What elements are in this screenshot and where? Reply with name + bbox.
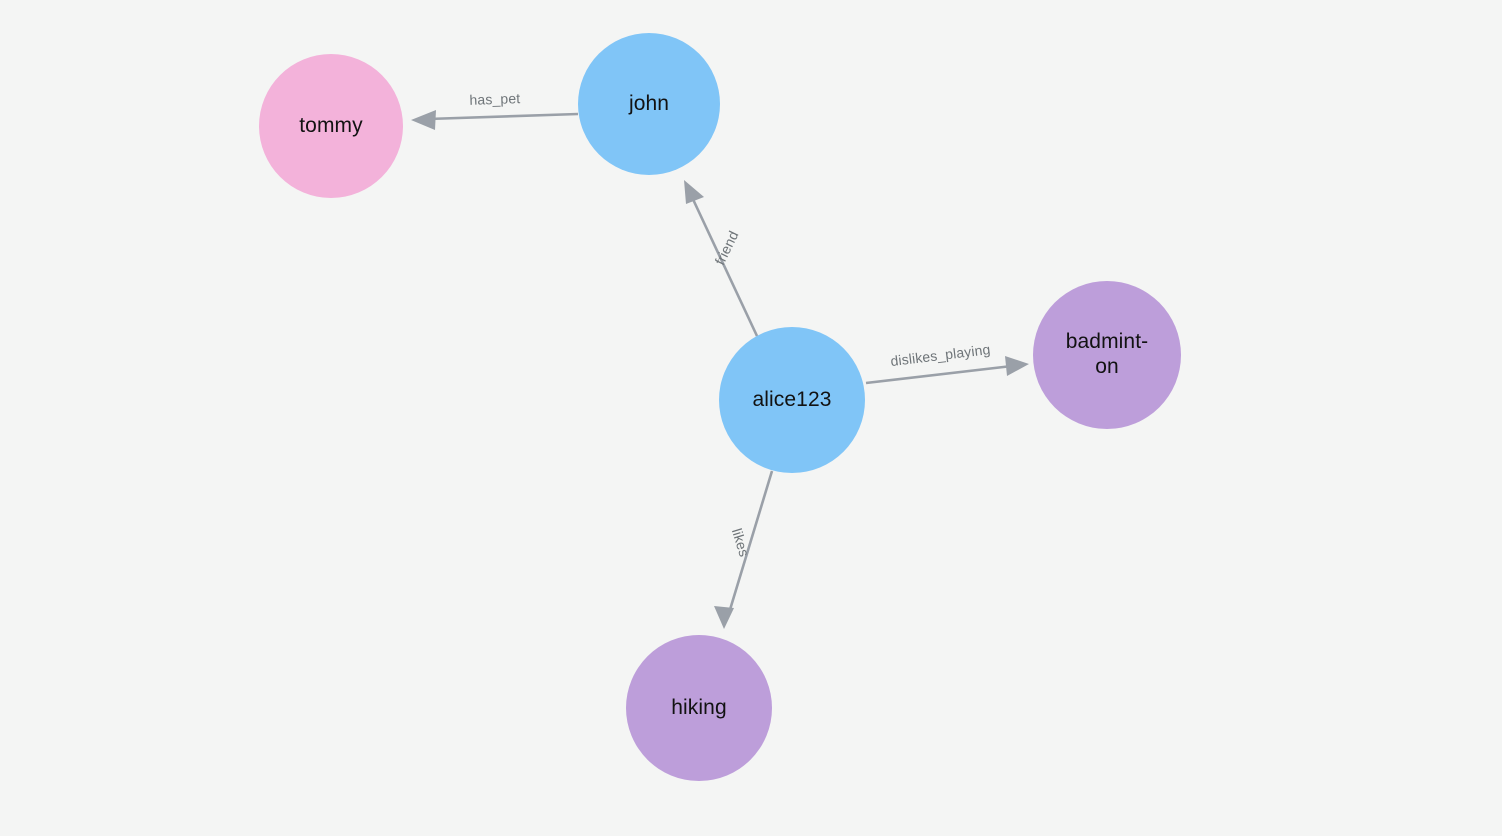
- edge-dislikes-playing-arrowhead: [1005, 356, 1029, 376]
- edge-friend[interactable]: friend: [684, 180, 759, 337]
- edge-dislikes-playing-label: dislikes_playing: [890, 341, 992, 369]
- graph-node-tommy-label: tommy: [299, 113, 363, 137]
- edge-friend-arrowhead: [684, 180, 704, 204]
- graph-node-hiking[interactable]: hiking: [626, 635, 772, 781]
- edge-has-pet-arrowhead: [411, 110, 436, 130]
- graph-node-john[interactable]: john: [578, 33, 720, 175]
- edge-has-pet-label: has_pet: [469, 90, 520, 108]
- graph-node-alice123-label: alice123: [752, 387, 832, 411]
- edge-has-pet[interactable]: has_pet: [411, 90, 579, 130]
- edge-dislikes-playing[interactable]: dislikes_playing: [865, 341, 1029, 385]
- edge-dislikes-playing-line: [865, 364, 1013, 385]
- graph-node-hiking-label: hiking: [671, 695, 727, 719]
- graph-node-john-label: john: [628, 91, 670, 115]
- edge-friend-line: [689, 194, 759, 337]
- graph-node-badminton[interactable]: badmint- on: [1033, 281, 1181, 429]
- graph-node-tommy[interactable]: tommy: [259, 54, 403, 198]
- edge-likes-line: [727, 470, 774, 614]
- edge-has-pet-line: [427, 112, 579, 121]
- edge-likes-label: likes: [729, 526, 753, 558]
- graph-node-badminton-label: badmint- on: [1065, 330, 1149, 378]
- graph-node-alice123[interactable]: alice123: [719, 327, 865, 473]
- edge-likes[interactable]: likes: [714, 470, 774, 629]
- edge-likes-arrowhead: [714, 606, 734, 629]
